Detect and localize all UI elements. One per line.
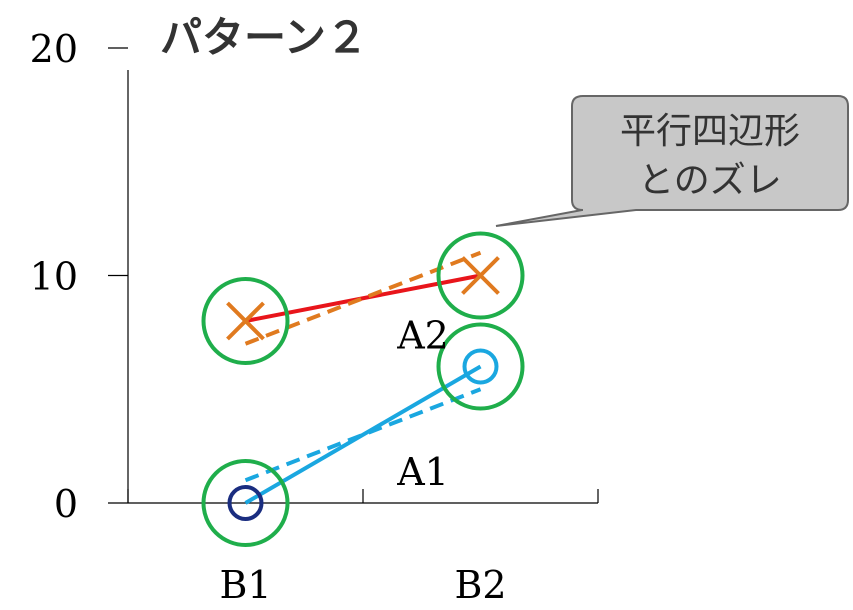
point-a1 — [462, 348, 499, 385]
series-line-a2 — [245, 273, 481, 323]
x-tick-label: B2 — [454, 563, 506, 607]
highlight-circle — [436, 231, 525, 320]
series-label-a1: A1 — [396, 450, 449, 494]
dashed-reference-line — [244, 387, 482, 483]
x-ticks: B1 B2 — [127, 489, 599, 607]
callout-line-1: 平行四辺形 — [620, 111, 800, 152]
dashed-reference-line — [244, 250, 482, 346]
callout-box — [495, 95, 849, 227]
y-tick-label: 0 — [54, 482, 78, 526]
series-line-a1 — [244, 364, 482, 505]
callout-line-2: とのズレ — [638, 160, 782, 201]
point-a2 — [226, 301, 265, 341]
highlight-circles — [201, 231, 525, 547]
highlight-circle — [201, 459, 290, 547]
point-a2 — [461, 256, 500, 295]
y-tick-label: 20 — [30, 27, 78, 71]
series — [226, 250, 500, 521]
series-labels: A1 A2 — [396, 313, 449, 494]
y-ticks: 0 10 20 — [30, 27, 128, 526]
highlight-circle — [436, 322, 525, 411]
highlight-circle — [201, 277, 290, 365]
y-tick-label: 10 — [30, 255, 78, 299]
point-a1 — [227, 485, 264, 521]
callout: 平行四辺形 とのズレ — [495, 95, 849, 227]
chart-title: パターン２ — [160, 13, 368, 62]
series-label-a2: A2 — [396, 313, 449, 357]
x-tick-label: B1 — [219, 563, 271, 607]
